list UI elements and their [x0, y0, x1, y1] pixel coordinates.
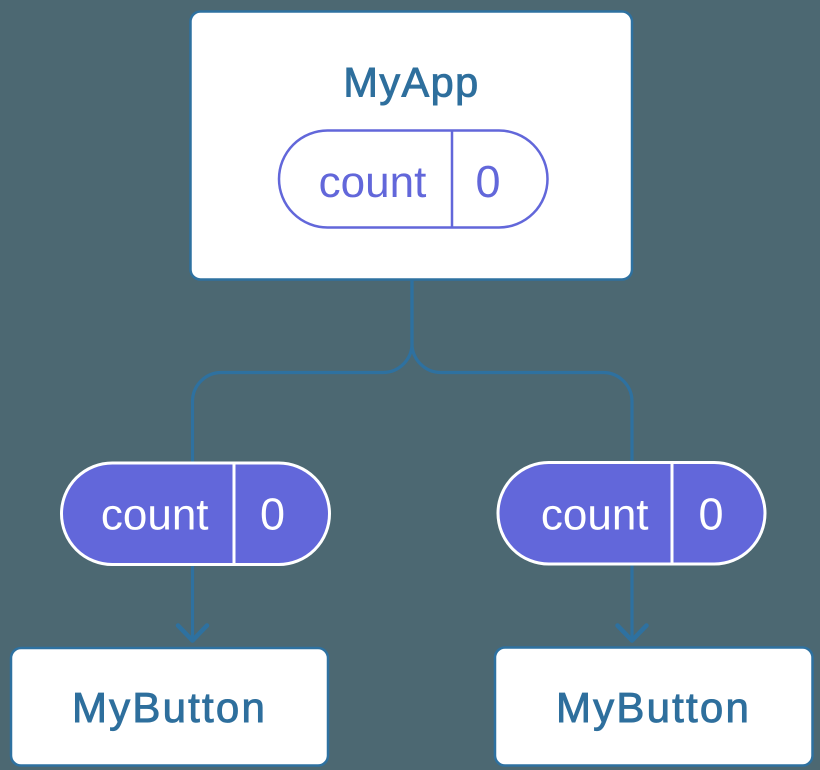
svg-text:count: count — [319, 158, 427, 207]
svg-text:MyApp: MyApp — [343, 59, 479, 106]
svg-text:count: count — [541, 491, 649, 540]
svg-text:0: 0 — [260, 489, 285, 540]
svg-text:MyButton: MyButton — [72, 684, 267, 731]
svg-text:0: 0 — [475, 156, 500, 207]
svg-text:MyButton: MyButton — [556, 684, 751, 731]
svg-text:count: count — [101, 491, 209, 540]
svg-text:0: 0 — [698, 489, 723, 540]
